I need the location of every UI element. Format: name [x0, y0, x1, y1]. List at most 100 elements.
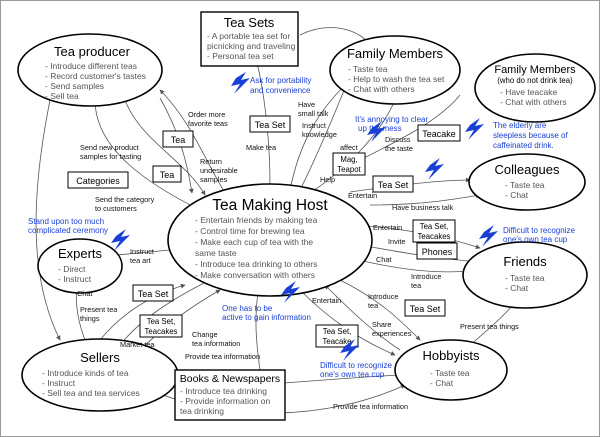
- edge-label: Present tea things: [460, 322, 519, 331]
- experts-item: - Direct: [58, 264, 86, 274]
- sellers-item: - Introduce kinds of tea: [42, 368, 129, 378]
- edge-label: Send new product: [80, 143, 139, 152]
- lightning-bolt-icon: [479, 225, 498, 247]
- annotation: It's annoying to clear: [355, 115, 428, 124]
- friends-node: Friends - Taste tea - Chat: [462, 241, 588, 309]
- host-item: - Introduce tea drinking to others: [195, 259, 317, 269]
- edge-label: small talk: [298, 109, 329, 118]
- edge-label: Change: [192, 330, 218, 339]
- lightning-bolt-icon: [367, 121, 386, 142]
- family-item: - Chat with others: [348, 84, 415, 94]
- edge-label: Provide tea information: [185, 352, 260, 361]
- friends-item: - Taste tea: [505, 273, 545, 283]
- host-item: - Control time for brewing tea: [195, 226, 305, 236]
- edge-host-colleagues: [349, 177, 471, 193]
- artifact-tea-set-hobby: Tea Set: [404, 299, 446, 317]
- edge-label: Help: [320, 175, 335, 184]
- producer-node: Tea producer - Introduce different teas …: [17, 33, 163, 107]
- svg-text:Tea: Tea: [171, 135, 186, 145]
- family-node: Family Members - Taste tea - Help to was…: [329, 35, 461, 105]
- tea-sets-item: - A portable tea set for: [207, 31, 290, 41]
- family-title: Family Members: [347, 46, 444, 61]
- annotation: Stand upon too much: [28, 217, 104, 226]
- experts-title: Experts: [58, 246, 103, 261]
- edge-label: Provide tea information: [333, 402, 408, 411]
- edge-label: things: [80, 314, 100, 323]
- annotation: The elderly are: [493, 121, 547, 130]
- edge-label: Market tea: [120, 340, 155, 349]
- producer-title: Tea producer: [54, 44, 131, 59]
- edge-label: experiences: [372, 329, 412, 338]
- edge-label: Instruct: [130, 247, 154, 256]
- edge-label: knowledge: [302, 130, 337, 139]
- friends-item: - Chat: [505, 283, 529, 293]
- edge-hobby-host: [324, 284, 401, 351]
- edge-label: undesirable: [200, 166, 238, 175]
- family-item: - Help to wash the tea set: [348, 74, 445, 84]
- svg-text:Tea Set: Tea Set: [255, 120, 286, 130]
- svg-text:Teacakes: Teacakes: [418, 232, 451, 241]
- svg-text:Tea Set,: Tea Set,: [323, 327, 352, 336]
- edge-labels: Order more favorite teas Send new produc…: [77, 100, 519, 411]
- artifact-tea-mid: Tea: [152, 165, 182, 183]
- annotation: Difficult to recognize: [320, 361, 392, 370]
- edge-label: Entertain: [348, 191, 377, 200]
- svg-text:Tea Set: Tea Set: [138, 289, 169, 299]
- family-nd-title: Family Members: [494, 64, 576, 76]
- artifact-tea-set-teacakes-sellers: Tea Set, Teacakes: [139, 314, 183, 338]
- edge-label: Instruct: [302, 121, 326, 130]
- artifact-tea-set-sellers: Tea Set: [132, 284, 174, 302]
- edge-label: Entertain: [312, 296, 341, 305]
- family-nd-item: - Have teacake: [500, 87, 557, 97]
- edge-label: Chat: [77, 289, 92, 298]
- host-node: Tea Making Host - Entertain friends by m…: [167, 183, 373, 297]
- edge-category: [94, 99, 201, 211]
- edge-label: Make tea: [246, 143, 277, 152]
- svg-text:Tea Set,: Tea Set,: [147, 317, 176, 326]
- edge-label: Have business talk: [392, 203, 454, 212]
- family-nd-subtitle: (who do not drink tea): [497, 76, 573, 85]
- edge-label: the taste: [385, 144, 413, 153]
- edge-producer-tea: [124, 99, 206, 196]
- artifact-categories: Categories: [67, 171, 129, 189]
- svg-text:Phones: Phones: [422, 247, 453, 257]
- annotation: complicated ceremony: [28, 226, 108, 235]
- hobbyists-item: - Chat: [430, 378, 454, 388]
- edge-label: Introduce: [411, 272, 441, 281]
- svg-text:Teacake: Teacake: [422, 129, 456, 139]
- svg-text:Mag,: Mag,: [340, 155, 357, 164]
- edge-label: samples: [200, 175, 228, 184]
- annotation: active to gain information: [222, 313, 311, 322]
- books-item: - Introduce tea drinking: [180, 386, 267, 396]
- artifact-phones: Phones: [416, 242, 458, 260]
- producer-item: - Sell tea: [45, 91, 79, 101]
- tea-sets-item: - Personal tea set: [207, 51, 274, 61]
- annotation: Ask for portability: [250, 76, 311, 85]
- annotation: caffeinated drink.: [493, 141, 554, 150]
- family-item: - Taste tea: [348, 64, 388, 74]
- lightning-bolt-icon: [340, 339, 359, 361]
- artifact-tea-set-family: Tea Set: [249, 115, 291, 133]
- edge-label: Send the category: [95, 195, 155, 204]
- svg-text:Tea Set: Tea Set: [378, 180, 409, 190]
- artifact-tea-set-teacakes-friends: Tea Set, Teacakes: [412, 219, 456, 243]
- tea-sets-title: Tea Sets: [224, 15, 275, 30]
- edge-label: tea art: [130, 256, 151, 265]
- edge-label: Share: [372, 320, 391, 329]
- svg-text:Tea Set,: Tea Set,: [420, 222, 449, 231]
- edge-label: tea: [368, 301, 379, 310]
- producer-item: - Record customer's tastes: [45, 71, 146, 81]
- sellers-title: Sellers: [80, 350, 120, 365]
- hobbyists-node: Hobbyists - Taste tea - Chat: [394, 339, 508, 401]
- hobbyists-title: Hobbyists: [422, 348, 480, 363]
- edge-host-family: [289, 84, 346, 191]
- producer-item: - Introduce different teas: [45, 61, 137, 71]
- edge-label: Order more: [188, 110, 225, 119]
- annotation: one's own tea cup: [320, 370, 385, 379]
- host-item: - Make each cup of tea with the: [195, 237, 313, 247]
- lightning-bolt-icon: [111, 229, 130, 251]
- experts-node: Experts - Direct - Instruct: [37, 238, 123, 294]
- artifacts: Tea Categories Tea Tea Set Mag, Teapot T…: [67, 115, 461, 348]
- artifact-tea-producer: Tea: [162, 130, 194, 148]
